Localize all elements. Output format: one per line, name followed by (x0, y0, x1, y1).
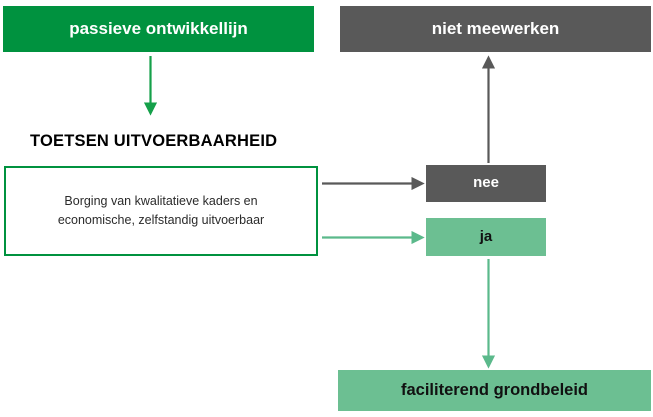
node-ja: ja (426, 218, 546, 256)
node-nee-label: nee (473, 174, 499, 192)
node-criteria-text-line2: economische, zelfstandig uitvoerbaar (57, 213, 265, 227)
node-niet-meewerken-label: niet meewerken (431, 19, 560, 39)
node-criteria-line-1: Borging van kwalitatieve kaders en econo… (58, 192, 264, 231)
node-ja-label: ja (479, 227, 493, 245)
node-criteria-text-line1: Borging van kwalitatieve kaders en (64, 193, 258, 208)
node-criteria-box: Borging van kwalitatieve kaders en econo… (4, 166, 318, 256)
node-faciliterend-grondbeleid: faciliterend grondbeleid (338, 370, 651, 411)
section-heading-toetsen-uitvoerbaarheid: TOETSEN UITVOERBAARHEID (30, 132, 278, 150)
node-passieve-ontwikkellijn: passieve ontwikkellijn (3, 6, 314, 52)
node-passieve-ontwikkellijn-label: passieve ontwikkellijn (69, 19, 248, 39)
node-faciliterend-grondbeleid-label: faciliterend grondbeleid (400, 381, 589, 400)
node-niet-meewerken: niet meewerken (340, 6, 651, 52)
node-nee: nee (426, 165, 546, 202)
